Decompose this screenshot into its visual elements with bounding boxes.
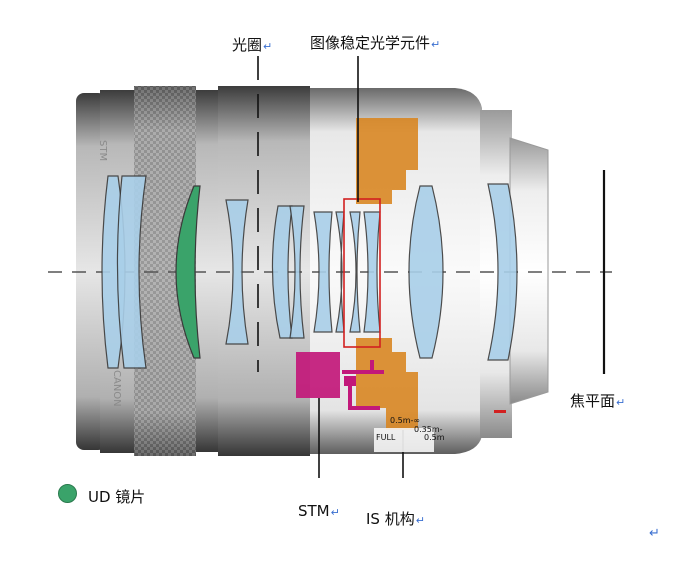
distance-scale-1: 0.5m-∞ [390, 416, 421, 425]
distance-scale-2: 0.35m- [414, 425, 443, 434]
focal-plane-label: 焦平面↵ [570, 392, 626, 410]
lens-element [225, 199, 249, 345]
return-mark-icon: ↵ [431, 38, 441, 51]
return-mark-icon: ↵ [649, 526, 660, 541]
barrel-brand-marking: CANON [111, 370, 122, 407]
lens-elements [101, 175, 518, 369]
is-lens-element [349, 211, 361, 333]
return-mark-icon: ↵ [263, 40, 273, 53]
ud-lens-element [175, 185, 201, 359]
distance-scale-3: FULL [376, 433, 396, 442]
is-mechanism-label: IS 机构↵ [366, 510, 425, 528]
mount-index [494, 410, 506, 413]
distance-scale-plate [374, 428, 434, 452]
return-mark-icon: ↵ [415, 514, 425, 527]
stm-label: STM↵ [298, 502, 340, 520]
return-mark-icon: ↵ [616, 396, 626, 409]
return-mark-icon: ↵ [330, 506, 340, 519]
main-body [310, 88, 482, 454]
mid-barrel [196, 90, 218, 452]
is-element-highlight-box [343, 198, 381, 348]
ud-legend-swatch [58, 484, 77, 503]
lens-barrel [76, 86, 549, 456]
barrel-stm-marking: STM [97, 140, 108, 162]
front-ring [76, 93, 106, 450]
stm-motor-shape [296, 352, 384, 410]
lens-element [313, 211, 333, 333]
aperture-label: 光圈↵ [232, 36, 273, 54]
lens-element [487, 183, 518, 361]
lens-element [335, 211, 345, 333]
ud-legend-label: UD 镜片 [88, 488, 146, 506]
distance-scale-4: 0.5m [424, 433, 445, 442]
is-element-label: 图像稳定光学元件↵ [310, 34, 441, 52]
lens-element [116, 175, 147, 369]
lens-element [289, 205, 305, 339]
lens-element [408, 185, 444, 359]
